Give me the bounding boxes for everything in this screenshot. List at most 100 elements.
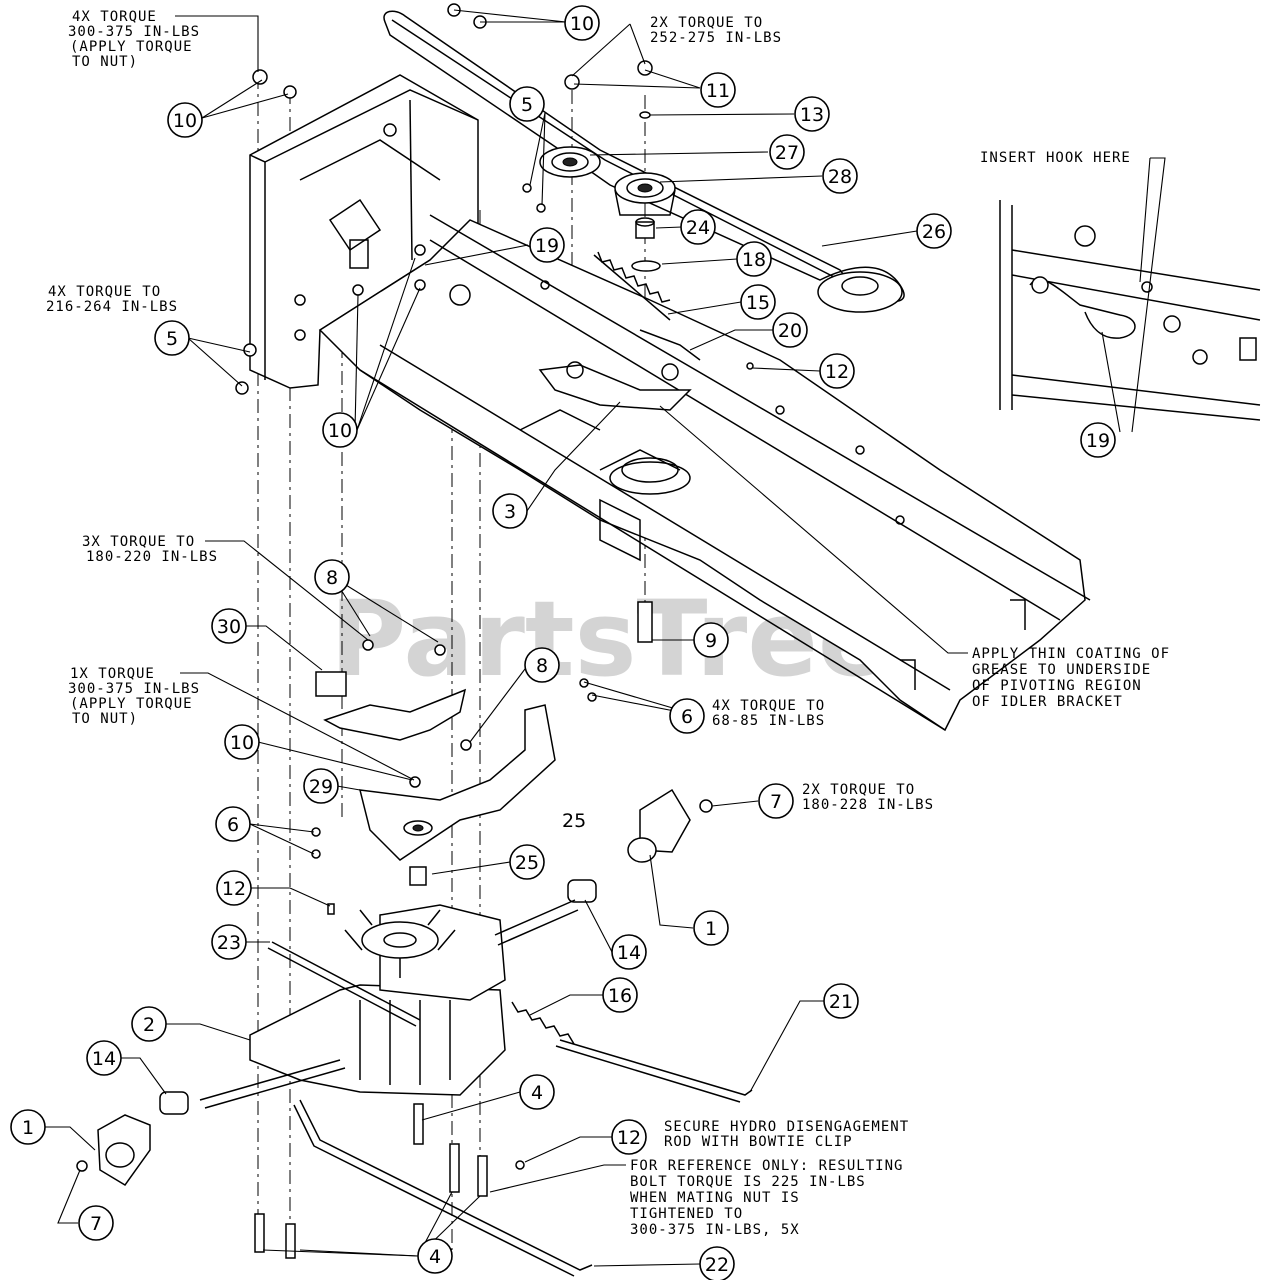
callout-circle (167, 102, 203, 138)
callout-number: 24 (686, 217, 710, 239)
callout-circle (216, 870, 252, 906)
callout-number: 5 (166, 328, 178, 350)
annotation-line: ROD WITH BOWTIE CLIP (664, 1134, 853, 1150)
leader-lines (45, 9, 1166, 1267)
disengagement-rod-22 (293, 1099, 593, 1277)
annotation-line: 4X TORQUE TO (712, 698, 825, 714)
callout-5: 5 (509, 86, 545, 122)
annotation-line: 300-375 IN-LBS (68, 681, 200, 697)
callout-1: 1 (10, 1109, 46, 1145)
callout-circle (211, 608, 247, 644)
annotation-line: 300-375 IN-LBS (68, 24, 200, 40)
callout-7: 7 (758, 783, 794, 819)
callout-circle (509, 844, 545, 880)
callout-number: 23 (217, 932, 241, 954)
callout-8: 8 (314, 559, 350, 595)
callout-circle (492, 493, 528, 529)
callout-circle (314, 559, 350, 595)
callout-number: 20 (778, 320, 802, 342)
annotation-line: FOR REFERENCE ONLY: RESULTING (630, 1158, 903, 1174)
callout-circle (564, 5, 600, 41)
callout-10: 10 (564, 5, 600, 41)
annotation-line: OF PIVOTING REGION (972, 678, 1142, 694)
callout-23: 23 (211, 924, 247, 960)
transmission-spring-16 (511, 1001, 575, 1045)
callout-circle (131, 1006, 167, 1042)
callout-circle (86, 1040, 122, 1076)
callout-number: 19 (1086, 430, 1110, 452)
callout-circle (669, 698, 705, 734)
callout-circle (529, 227, 565, 263)
annotation-torque-10-top: 4X TORQUE 300-375 IN-LBS (APPLY TORQUE T… (68, 9, 200, 70)
callout-circle (154, 320, 190, 356)
callout-number: 10 (230, 732, 254, 754)
callout-10: 10 (167, 102, 203, 138)
callout-number: 22 (705, 1254, 729, 1276)
callout-26: 26 (916, 213, 952, 249)
callout-number: 26 (922, 221, 946, 243)
part-label-25-plain: 25 (562, 810, 586, 832)
callout-circle (699, 1246, 735, 1280)
callout-16: 16 (602, 977, 638, 1013)
callout-7: 7 (78, 1205, 114, 1241)
annotation-line: APPLY THIN COATING OF (972, 646, 1170, 662)
callout-number: 12 (222, 878, 246, 900)
callout-9: 9 (693, 622, 729, 658)
callout-8: 8 (524, 647, 560, 683)
callout-number: 15 (746, 292, 770, 314)
callout-12: 12 (216, 870, 252, 906)
hydrostatic-transmission-2 (199, 899, 579, 1109)
callout-circle (740, 284, 776, 320)
idler-bracket (538, 329, 701, 411)
annotation-reference: FOR REFERENCE ONLY: RESULTING BOLT TORQU… (630, 1158, 903, 1238)
annotation-insert-hook: INSERT HOOK HERE (980, 150, 1131, 166)
callout-4: 4 (519, 1074, 555, 1110)
main-frame-rail (318, 214, 1091, 732)
annotation-line: SECURE HYDRO DISENGAGEMENT (664, 1119, 909, 1135)
annotation-line: TO NUT) (72, 711, 138, 727)
shoulder-bolts-4 (254, 1103, 525, 1259)
annotation-line: 2X TORQUE TO (650, 15, 763, 31)
callout-circle (524, 647, 560, 683)
callout-19: 19 (529, 227, 565, 263)
callout-2: 2 (131, 1006, 167, 1042)
callout-24: 24 (680, 209, 716, 245)
callout-circle (509, 86, 545, 122)
hub-right-1 (627, 788, 691, 863)
annotation-line: INSERT HOOK HERE (980, 150, 1131, 166)
callout-13: 13 (794, 96, 830, 132)
callout-number: 21 (829, 991, 853, 1013)
callout-6: 6 (215, 806, 251, 842)
annotation-line: 252-275 IN-LBS (650, 30, 782, 46)
axle-bushing-14 (159, 879, 597, 1115)
callout-circle (224, 724, 260, 760)
callout-circle (611, 934, 647, 970)
callout-number: 16 (608, 985, 632, 1007)
annotation-torque-6: 4X TORQUE TO 68-85 IN-LBS (712, 698, 825, 729)
callout-number: 2 (143, 1014, 155, 1036)
annotation-torque-5: 4X TORQUE TO 216-264 IN-LBS (46, 284, 177, 315)
annotation-line: 4X TORQUE (72, 9, 157, 25)
callout-18: 18 (736, 241, 772, 277)
callout-circle (822, 158, 858, 194)
spacer-24 (635, 217, 655, 239)
callout-circle (322, 412, 358, 448)
callout-circle (78, 1205, 114, 1241)
callout-number: 5 (521, 94, 533, 116)
annotation-line: TIGHTENED TO (630, 1206, 743, 1222)
callout-circle (211, 924, 247, 960)
callout-number: 7 (770, 791, 782, 813)
idler-pulley-27 (539, 146, 601, 178)
callout-number: 19 (535, 235, 559, 257)
callout-number: 10 (570, 13, 594, 35)
annotation-line: 180-228 IN-LBS (802, 797, 934, 813)
annotation-line: 68-85 IN-LBS (712, 713, 825, 729)
callout-27: 27 (769, 134, 805, 170)
idler-pulley-28 (614, 172, 676, 216)
callout-10: 10 (322, 412, 358, 448)
transmission-pulley-26 (817, 271, 903, 313)
callout-3: 3 (492, 493, 528, 529)
callout-number: 18 (742, 249, 766, 271)
drive-rod-23 (267, 941, 421, 1027)
callout-circle (215, 806, 251, 842)
